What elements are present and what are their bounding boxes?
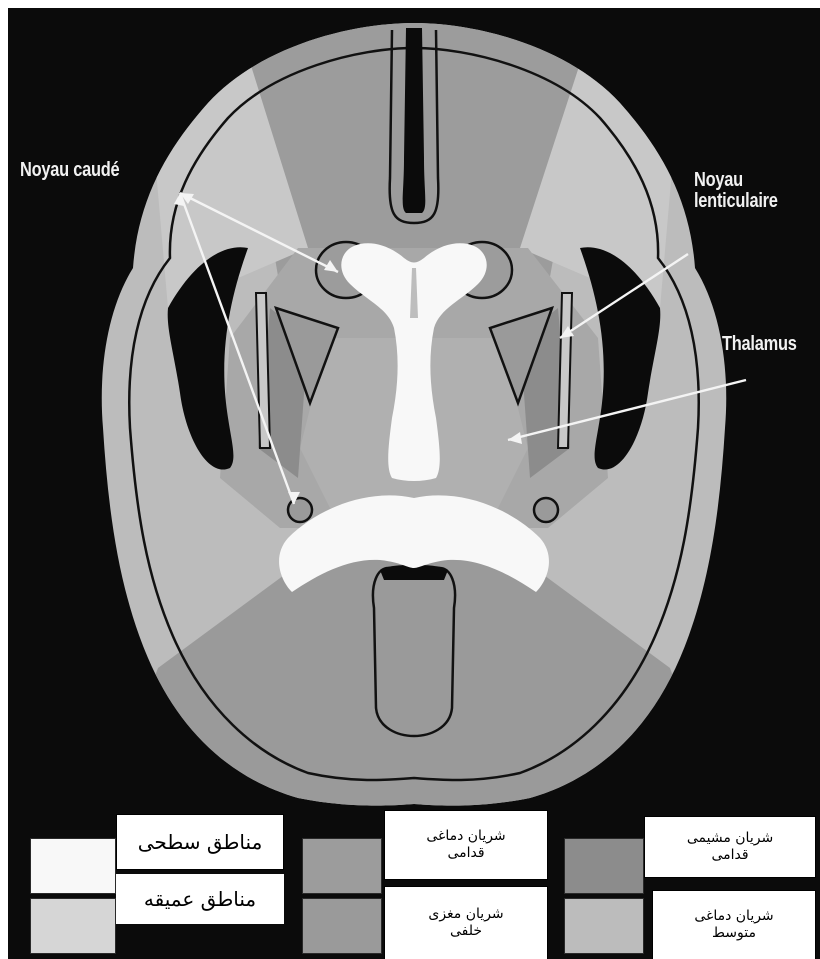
legend-label-superficial: مناطق سطحی <box>116 814 284 870</box>
caudate-tail-right <box>534 498 558 522</box>
legend-label-deep: مناطق عمیقه <box>116 874 284 924</box>
legend-swatch-anterior-choroidal <box>564 838 644 894</box>
legend-label-middle-cerebral: شریان دماغی متوسط <box>652 890 816 959</box>
frontal-interhemispheric-fissure <box>403 28 426 213</box>
legend-label-anterior-cerebral: شریان دماغی قدامی <box>384 810 548 880</box>
legend-swatch-superficial <box>30 838 116 894</box>
label-thalamus: Thalamus <box>722 334 797 355</box>
label-noyau-lenticulaire: Noyau lenticulaire <box>694 170 778 212</box>
legend-swatch-deep <box>30 898 116 954</box>
legend-swatch-middle-cerebral <box>564 898 644 954</box>
caudate-tail-left <box>288 498 312 522</box>
legend-label-posterior-cerebral: شریان مغزی خلفی <box>384 886 548 959</box>
occipital-interhemispheric-fissure <box>373 568 455 736</box>
label-noyau-caude: Noyau caudé <box>20 160 119 181</box>
legend-label-anterior-choroidal: شریان مشیمی قدامی <box>644 816 816 878</box>
legend-swatch-anterior-cerebral <box>302 838 382 894</box>
legend-swatch-posterior-cerebral <box>302 898 382 954</box>
brain-axial-section-figure: Noyau caudé Noyau lenticulaire Thalamus … <box>8 8 820 959</box>
